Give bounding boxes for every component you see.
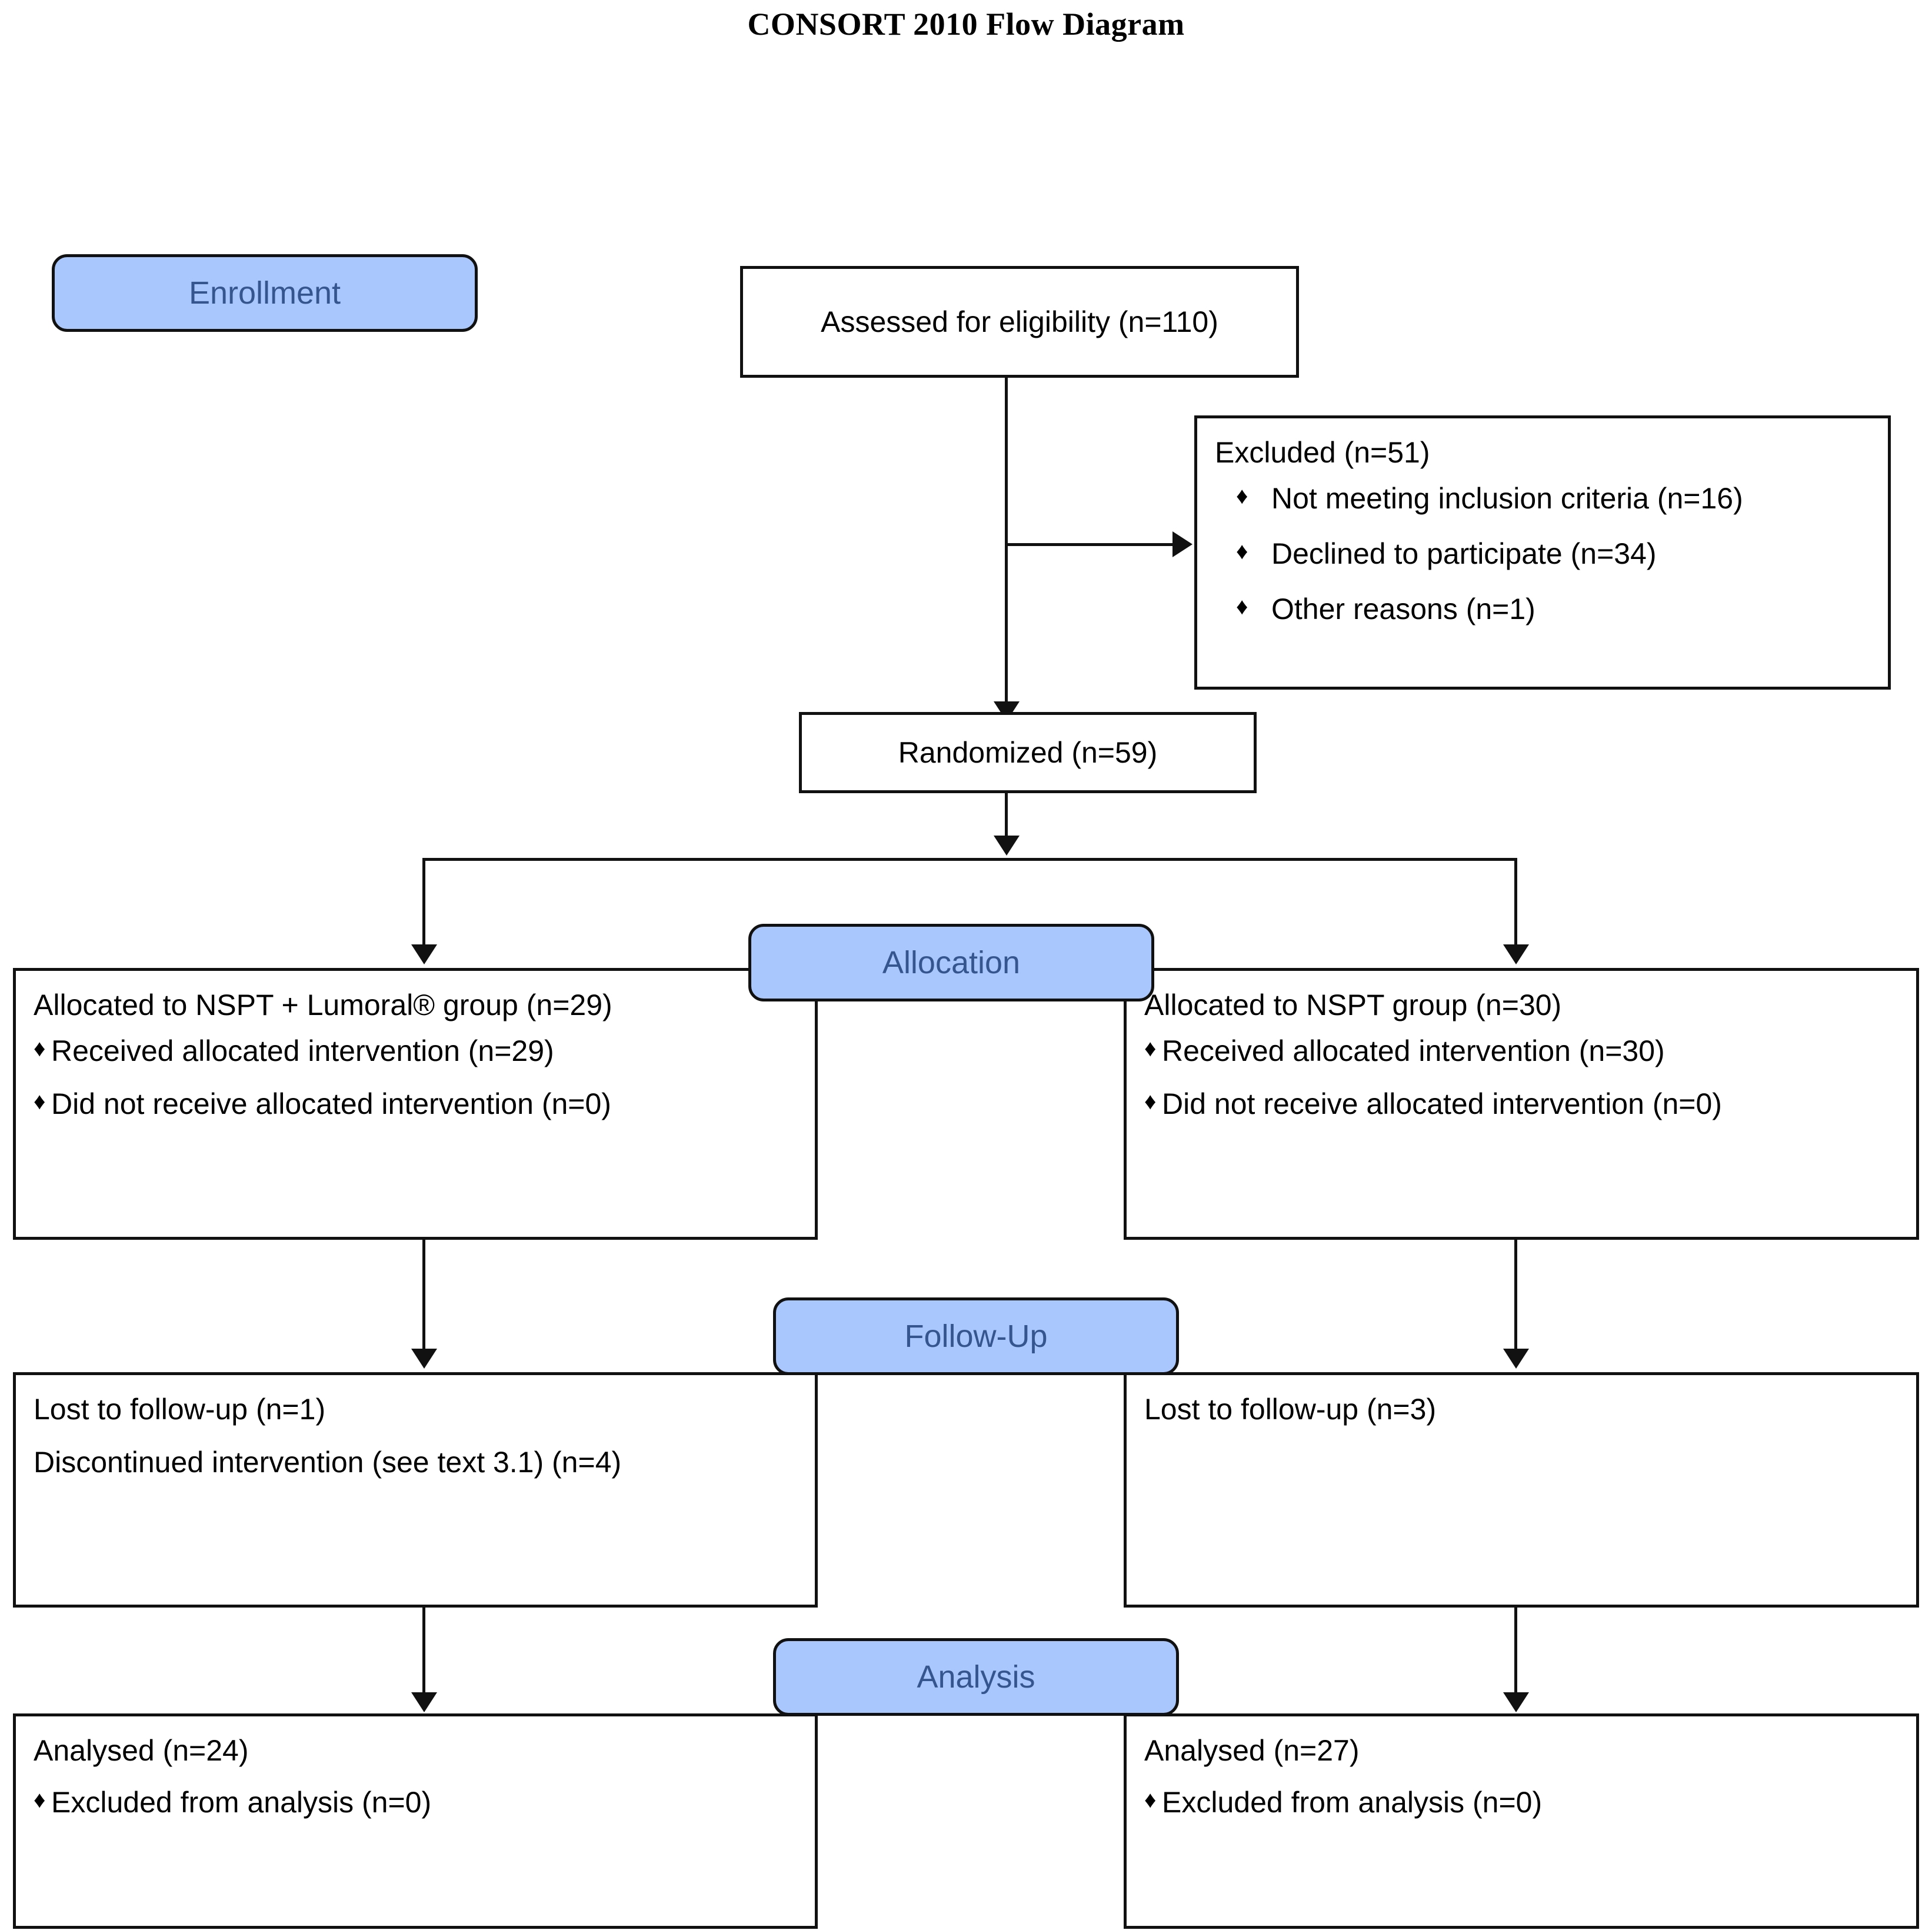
diamond-bullet-icon: ♦ [1144,1787,1157,1813]
stage-badge-followup: Follow-Up [773,1297,1179,1375]
stage-label-enrollment: Enrollment [188,275,341,311]
excluded-item: ♦ Not meeting inclusion criteria (n=16) [1215,480,1870,517]
alloc-left-item-text: Did not receive allocated intervention (… [51,1087,611,1120]
stage-label-allocation: Allocation [882,945,1021,980]
node-allocation-left: Allocated to NSPT + Lumoral® group (n=29… [13,968,818,1240]
follow-left-line: Discontinued intervention (see text 3.1)… [34,1446,622,1479]
node-allocation-right: Allocated to NSPT group (n=30) ♦ Receive… [1124,968,1919,1240]
arrowhead-to-analysis-left [411,1692,437,1712]
diamond-bullet-icon: ♦ [34,1089,46,1114]
arrowhead-to-excluded [1172,531,1192,557]
connector-assessed-vertical [1005,378,1008,719]
follow-right-line: Lost to follow-up (n=3) [1144,1393,1437,1426]
node-analysis-right: Analysed (n=27) ♦ Excluded from analysis… [1124,1713,1919,1929]
diamond-bullet-icon: ♦ [1236,538,1248,564]
alloc-right-header: Allocated to NSPT group (n=30) [1144,989,1562,1021]
alloc-left-item-text: Received allocated intervention (n=29) [51,1034,554,1067]
arrowhead-to-analysis-right [1503,1692,1529,1712]
analysis-left-item-text: Excluded from analysis (n=0) [51,1786,432,1819]
excluded-header: Excluded (n=51) [1215,436,1430,469]
alloc-left-item: ♦ Received allocated intervention (n=29) [34,1032,797,1070]
diamond-bullet-icon: ♦ [1144,1036,1157,1062]
analysis-left-item: ♦ Excluded from analysis (n=0) [34,1783,797,1821]
connector-alloc-right-to-follow [1514,1239,1517,1352]
alloc-left-item: ♦ Did not receive allocated intervention… [34,1085,797,1123]
analysis-left-header: Analysed (n=24) [34,1734,249,1767]
node-followup-right: Lost to follow-up (n=3) [1124,1372,1919,1608]
excluded-item: ♦ Declined to participate (n=34) [1215,535,1870,573]
connector-randomized-down [1005,793,1008,839]
node-randomized: Randomized (n=59) [799,712,1257,793]
alloc-left-header: Allocated to NSPT + Lumoral® group (n=29… [34,989,612,1021]
diamond-bullet-icon: ♦ [34,1787,46,1813]
diamond-bullet-icon: ♦ [1236,594,1248,620]
diamond-bullet-icon: ♦ [1236,483,1248,509]
connector-follow-left-to-analysis [422,1606,425,1695]
connector-split-right-down [1514,858,1517,947]
excluded-item-text: Other reasons (n=1) [1271,593,1535,625]
page-title: CONSORT 2010 Flow Diagram [747,6,1185,42]
arrowhead-to-follow-right [1503,1349,1529,1369]
arrowhead-randomized-split [994,836,1020,856]
follow-left-line: Lost to follow-up (n=1) [34,1393,326,1426]
assessed-text: Assessed for eligibility (n=110) [821,305,1218,338]
arrowhead-to-alloc-right [1503,944,1529,964]
analysis-right-header: Analysed (n=27) [1144,1734,1360,1767]
stage-label-followup: Follow-Up [904,1319,1048,1354]
analysis-right-item-text: Excluded from analysis (n=0) [1162,1786,1543,1819]
node-followup-left: Lost to follow-up (n=1) Discontinued int… [13,1372,818,1608]
alloc-right-item: ♦ Received allocated intervention (n=30) [1144,1032,1898,1070]
diamond-bullet-icon: ♦ [34,1036,46,1062]
arrowhead-to-alloc-left [411,944,437,964]
alloc-right-item: ♦ Did not receive allocated intervention… [1144,1085,1898,1123]
excluded-item-text: Declined to participate (n=34) [1271,537,1657,570]
stage-label-analysis: Analysis [917,1659,1035,1695]
stage-badge-allocation: Allocation [748,924,1154,1001]
excluded-item: ♦ Other reasons (n=1) [1215,590,1870,628]
excluded-item-text: Not meeting inclusion criteria (n=16) [1271,482,1743,515]
diamond-bullet-icon: ♦ [1144,1089,1157,1114]
arrowhead-to-follow-left [411,1349,437,1369]
stage-badge-enrollment: Enrollment [52,254,478,332]
alloc-right-item-text: Did not receive allocated intervention (… [1162,1087,1722,1120]
node-analysis-left: Analysed (n=24) ♦ Excluded from analysis… [13,1713,818,1929]
connector-allocation-split-bar [422,858,1517,861]
randomized-text: Randomized (n=59) [898,736,1158,769]
node-assessed-for-eligibility: Assessed for eligibility (n=110) [740,266,1299,378]
stage-badge-analysis: Analysis [773,1638,1179,1716]
connector-split-left-down [422,858,425,947]
analysis-right-item: ♦ Excluded from analysis (n=0) [1144,1783,1898,1821]
alloc-right-item-text: Received allocated intervention (n=30) [1162,1034,1665,1067]
connector-follow-right-to-analysis [1514,1606,1517,1695]
connector-alloc-left-to-follow [422,1239,425,1352]
connector-to-excluded-horizontal [1005,543,1175,546]
node-excluded: Excluded (n=51) ♦ Not meeting inclusion … [1194,415,1891,690]
